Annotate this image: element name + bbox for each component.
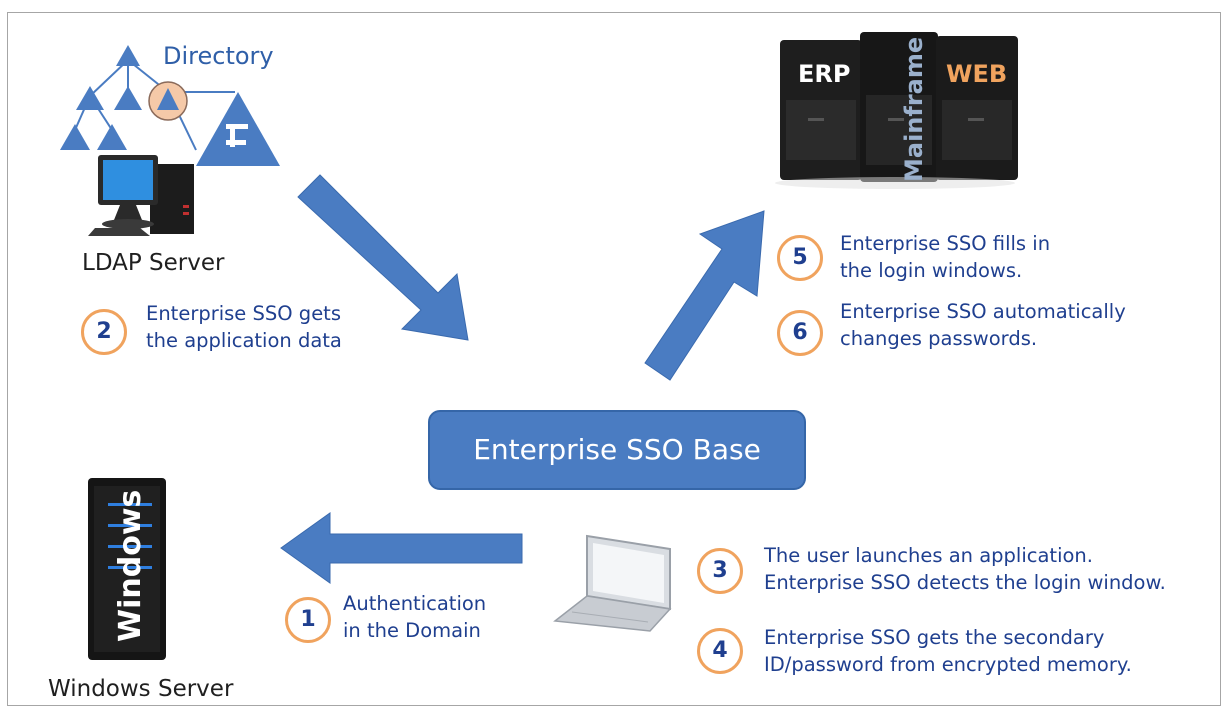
enterprise-servers-icon: ERP WEB Mainframe <box>775 32 1018 189</box>
step-4-badge: 4 <box>697 628 743 674</box>
step-1-badge: 1 <box>285 597 331 643</box>
directory-label: Directory <box>163 42 274 70</box>
windows-tower-label: Windows <box>113 490 148 642</box>
step-5-badge: 5 <box>777 235 823 281</box>
step-3-badge: 3 <box>697 548 743 594</box>
step-3-text: The user launches an application. Enterp… <box>764 542 1166 596</box>
ldap-computer-icon <box>88 155 194 236</box>
step-3-line-2: Enterprise SSO detects the login window. <box>764 571 1166 594</box>
step-2-text: Enterprise SSO gets the application data <box>146 300 342 354</box>
arrow-ldap-to-sso <box>297 174 469 341</box>
erp-label: ERP <box>798 60 850 88</box>
step-4-line-2: ID/password from encrypted memory. <box>764 653 1132 676</box>
step-1-text: Authentication in the Domain <box>343 590 486 644</box>
ldap-server-label: LDAP Server <box>82 250 225 276</box>
step-6-text: Enterprise SSO automatically changes pas… <box>840 298 1126 352</box>
web-label: WEB <box>946 60 1007 88</box>
mainframe-label: Mainframe <box>900 37 928 182</box>
windows-server-icon: Windows <box>88 478 166 660</box>
step-4-line-1: Enterprise SSO gets the secondary <box>764 626 1105 649</box>
arrow-to-windows-server <box>280 512 523 584</box>
step-5-text: Enterprise SSO fills in the login window… <box>840 230 1050 284</box>
step-1-line-1: Authentication <box>343 592 487 615</box>
enterprise-sso-base: Enterprise SSO Base <box>428 410 806 490</box>
step-2-line-1: Enterprise SSO gets <box>146 302 341 325</box>
step-6-line-1: Enterprise SSO automatically <box>840 300 1126 323</box>
step-6-badge: 6 <box>777 310 823 356</box>
laptop-icon <box>553 534 672 632</box>
step-6-line-2: changes passwords. <box>840 327 1038 350</box>
step-5-line-1: Enterprise SSO fills in <box>840 232 1051 255</box>
diagram-frame <box>7 12 1221 706</box>
directory-tree-icon <box>60 45 280 166</box>
step-2-badge: 2 <box>81 309 127 355</box>
step-1-line-2: in the Domain <box>343 619 481 642</box>
windows-server-label: Windows Server <box>48 676 234 702</box>
step-5-line-2: the login windows. <box>840 259 1023 282</box>
step-3-line-1: The user launches an application. <box>764 544 1093 567</box>
arrow-sso-to-servers <box>644 210 765 381</box>
step-2-line-2: the application data <box>146 329 342 352</box>
step-4-text: Enterprise SSO gets the secondary ID/pas… <box>764 624 1132 678</box>
